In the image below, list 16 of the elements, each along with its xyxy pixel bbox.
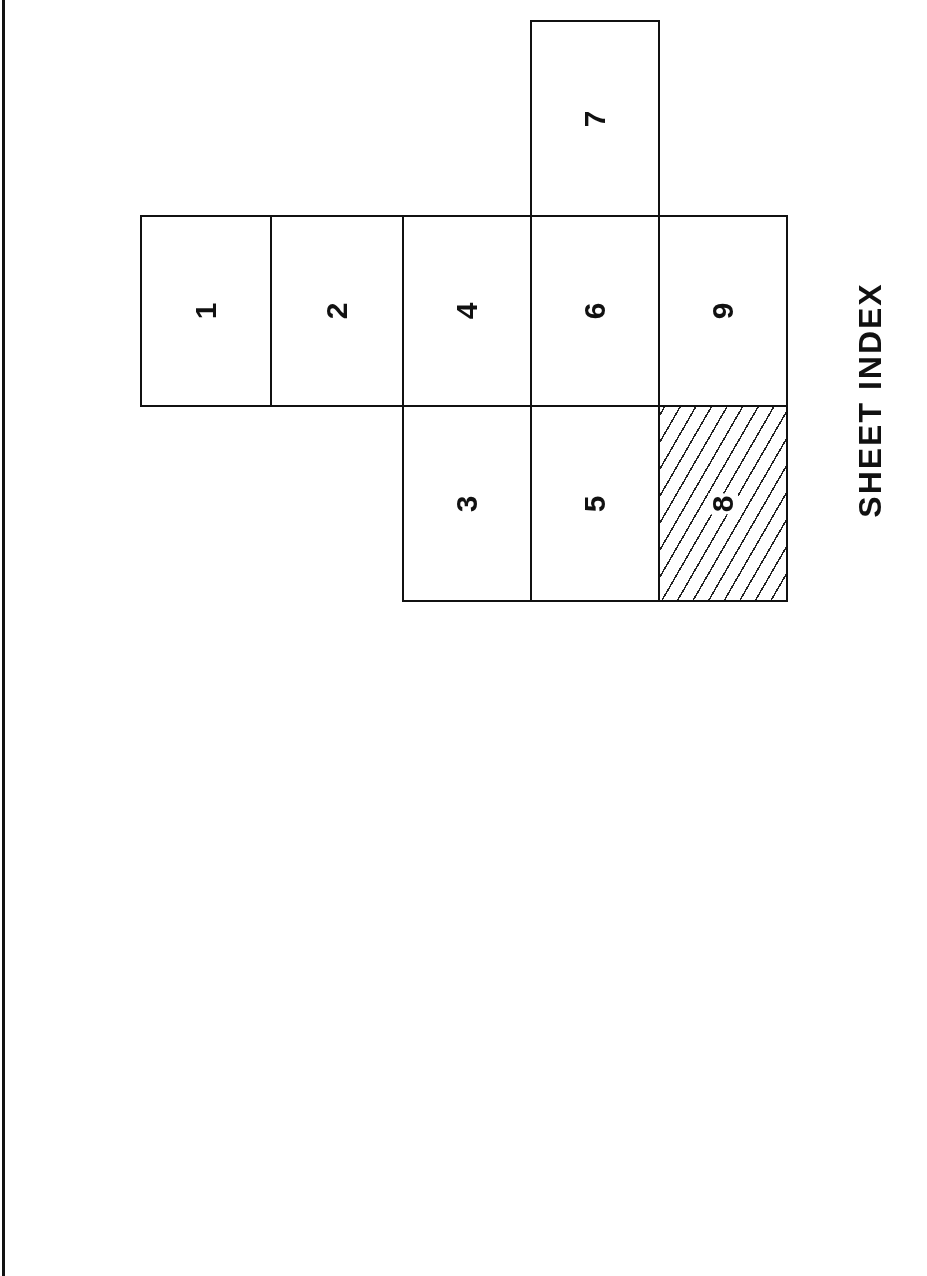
sheet-number: 6	[580, 302, 610, 320]
sheet-box	[140, 215, 272, 407]
sheet-box	[530, 20, 660, 217]
sheet-number: 5	[580, 495, 610, 512]
title: SHEET INDEX	[851, 282, 889, 518]
sheet-number: 2	[322, 302, 352, 320]
sheet-number: 7	[580, 110, 610, 127]
hatched-sheet-box	[658, 405, 788, 602]
sheet-number: 3	[452, 495, 482, 512]
sheet-number: 1	[191, 302, 221, 320]
sheet-box	[270, 215, 404, 407]
sheet-box	[658, 215, 788, 407]
sheet-number: 4	[452, 302, 482, 320]
sheet-number: 8	[708, 493, 738, 514]
sheet-number: 9	[708, 302, 738, 320]
sheet-box	[402, 405, 532, 602]
